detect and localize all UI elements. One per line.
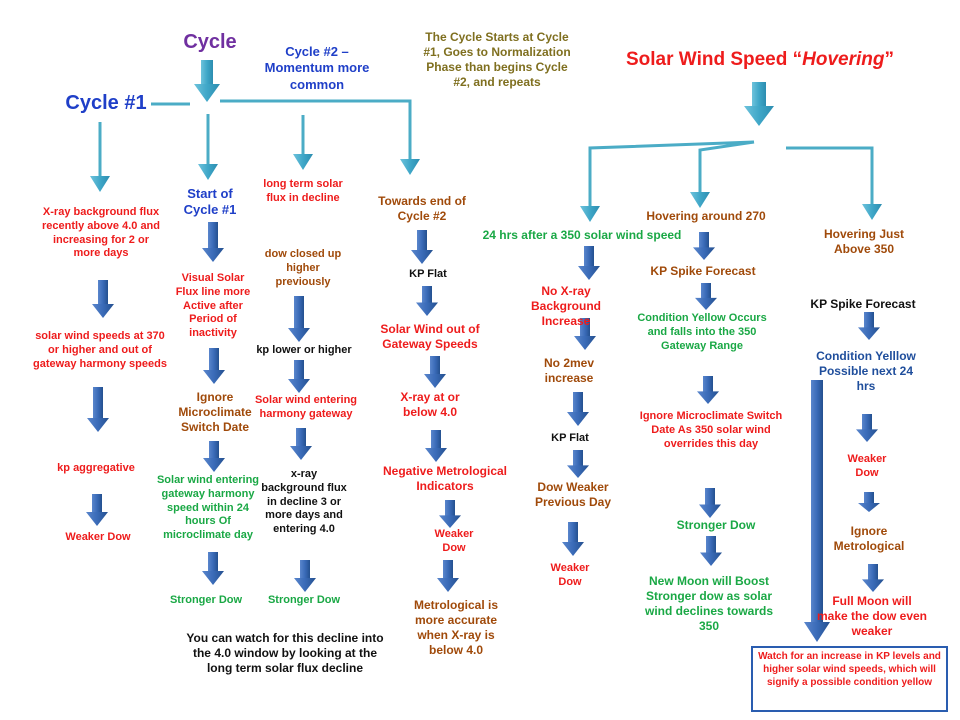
cycle-connectors — [98, 99, 412, 182]
solar-title-emphasis: Hovering — [802, 49, 885, 70]
full-moon-weaker: Full Moon will make the dow even weaker — [816, 594, 928, 638]
visual-solar-flux: Visual Solar Flux line more Active after… — [175, 272, 251, 339]
cycle-description: The Cycle Starts at Cycle #1, Goes to No… — [423, 30, 571, 89]
blue-down-arrows — [86, 222, 884, 592]
ignore-microclimate-2: Ignore Microclimate Switch Date As 350 s… — [639, 410, 783, 450]
cyan-arrowhead — [90, 176, 110, 192]
solar-wind-370: solar wind speeds at 370 or higher and o… — [33, 330, 167, 370]
cyan-arrowhead — [862, 204, 882, 220]
kp-spike-forecast-1: KP Spike Forecast — [650, 264, 756, 278]
stronger-dow-2: Stronger Dow — [267, 594, 341, 606]
solar-wind-harmony-gateway: Solar wind entering harmony gateway — [254, 394, 358, 420]
start-of-cycle1: Start of Cycle #1 — [183, 186, 237, 218]
cyan-arrowhead — [690, 192, 710, 208]
long-term-solar-flux: long term solar flux in decline — [263, 178, 343, 204]
blue-down-arrow — [202, 222, 224, 262]
cyan-arrowhead — [293, 154, 313, 170]
blue-down-arrow — [87, 387, 109, 432]
kp-flat-1: KP Flat — [409, 268, 447, 280]
blue-down-arrow — [699, 488, 721, 518]
decline-note: You can watch for this decline into the … — [186, 631, 384, 675]
cyan-arrowhead — [400, 159, 420, 175]
dow-weaker-previous-day: Dow Weaker Previous Day — [534, 480, 612, 509]
weaker-dow-4: Weaker Dow — [847, 453, 887, 479]
blue-down-arrow — [92, 280, 114, 318]
no-xray-background-increase: No X-ray Background Increase — [530, 284, 601, 328]
cycle-title: Cycle — [183, 31, 237, 53]
watch-kp-text: Watch for an increase in KP levels and h… — [758, 651, 941, 688]
weaker-dow-1: Weaker Dow — [65, 531, 131, 543]
kp-flat-2: KP Flat — [551, 432, 589, 444]
hovering-just-above-350: Hovering Just Above 350 — [823, 227, 904, 256]
blue-down-arrow — [700, 536, 722, 566]
blue-down-arrow — [697, 376, 719, 404]
watch-kp-box: Watch for an increase in KP levels and h… — [751, 646, 948, 712]
kp-aggregative: kp aggregative — [57, 462, 135, 474]
cyan-arrowheads — [90, 154, 882, 222]
condition-yellow-possible: Condition Yelllow Possible next 24 hrs — [816, 349, 916, 393]
ignore-microclimate-1: Ignore Microclimate Switch Date — [178, 390, 252, 434]
cycle1-title: Cycle #1 — [65, 92, 147, 114]
towards-end-cycle2: Towards end of Cycle #2 — [378, 194, 466, 223]
blue-down-arrow — [574, 318, 596, 350]
blue-down-arrow — [411, 230, 433, 264]
blue-down-arrow — [288, 360, 310, 393]
cycle-block-arrow — [194, 60, 220, 102]
24hrs-after-350: 24 hrs after a 350 solar wind speed — [482, 228, 682, 242]
blue-down-arrow — [862, 564, 884, 592]
blue-down-arrow — [578, 246, 600, 280]
solar-title-suffix: ” — [884, 49, 895, 70]
blue-down-arrow — [425, 430, 447, 462]
blue-down-arrow — [288, 296, 310, 342]
solar-wind-title: Solar Wind Speed “Hovering” — [600, 48, 920, 72]
hovering-around-270: Hovering around 270 — [646, 209, 766, 223]
solar-wind-out-gateway: Solar Wind out of Gateway Speeds — [380, 322, 480, 351]
negative-metrological: Negative Metrological Indicators — [382, 464, 508, 493]
blue-down-arrow — [858, 492, 880, 512]
dow-closed-up: dow closed up higher previously — [264, 248, 342, 288]
weaker-dow-2: Weaker Dow — [434, 528, 474, 554]
blue-down-arrow — [858, 312, 880, 340]
condition-yellow-occurs: Condition Yellow Occurs and falls into t… — [637, 312, 767, 352]
blue-down-arrow — [203, 348, 225, 384]
xray-at-or-below: X-ray at or below 4.0 — [400, 390, 460, 419]
cycle2-title: Cycle #2 – Momentum more common — [264, 44, 370, 92]
blue-down-arrow — [567, 450, 589, 478]
blue-down-arrow — [567, 392, 589, 426]
blue-down-arrow — [294, 560, 316, 592]
xray-flux-decline: x-ray background flux in decline 3 or mo… — [261, 468, 347, 535]
solar-connectors — [588, 140, 874, 212]
new-moon-boost: New Moon will Boost Stronger dow as sola… — [644, 574, 774, 633]
blue-down-arrow — [203, 441, 225, 472]
cyan-arrowhead — [198, 164, 218, 180]
solar-wind-gateway-24h: Solar wind entering gateway harmony spee… — [156, 474, 260, 541]
stronger-dow-1: Stronger Dow — [169, 594, 243, 606]
long-blue-arrow — [804, 380, 830, 642]
kp-spike-forecast-2: KP Spike Forecast — [810, 297, 916, 311]
blue-down-arrow — [416, 286, 438, 316]
ignore-metrological: Ignore Metrological — [833, 524, 905, 553]
blue-down-arrow — [202, 552, 224, 585]
blue-down-arrow — [290, 428, 312, 460]
blue-down-arrow — [856, 414, 878, 442]
blue-down-arrow — [424, 356, 446, 388]
blue-down-arrow — [693, 232, 715, 260]
stronger-dow-3: Stronger Dow — [676, 518, 756, 532]
solar-block-arrow — [744, 82, 774, 126]
metrological-more-accurate: Metrological is more accurate when X-ray… — [413, 598, 499, 657]
solar-title-prefix: Solar Wind Speed “ — [626, 49, 803, 70]
kp-lower-or-higher: kp lower or higher — [256, 344, 352, 356]
xray-background-flux: X-ray background flux recently above 4.0… — [42, 206, 160, 260]
blue-down-arrow — [86, 494, 108, 526]
no-2mev-increase: No 2mev increase — [543, 356, 595, 385]
blue-down-arrow — [439, 500, 461, 528]
blue-down-arrow — [695, 283, 717, 310]
blue-down-arrow — [562, 522, 584, 556]
blue-down-arrow — [437, 560, 459, 592]
weaker-dow-3: Weaker Dow — [550, 562, 590, 588]
cyan-arrowhead — [580, 206, 600, 222]
